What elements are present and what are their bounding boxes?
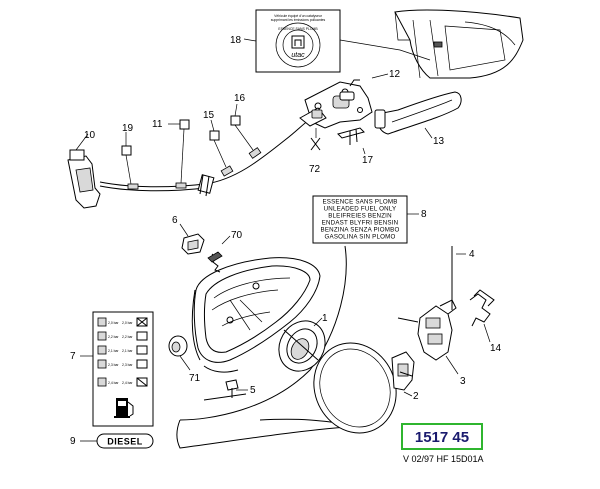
fuel-label-line-3: BLEIFREIES BENZIN bbox=[328, 213, 392, 220]
pressure-r2-a: 2,2 bar bbox=[108, 335, 119, 339]
tyre-pressure-label-part-7: 2,0 bar 2,0 bar 2,2 bar 2,2 bar 2,1 bar … bbox=[92, 311, 154, 427]
pressure-r3-b: 2,1 bar bbox=[122, 349, 133, 353]
utac-top-line-2: supprimant les émissions polluantes bbox=[271, 18, 326, 22]
callout-8: 8 bbox=[421, 209, 427, 220]
callout-12: 12 bbox=[389, 69, 401, 80]
callout-2: 2 bbox=[413, 391, 419, 402]
pressure-r2-b: 2,2 bar bbox=[122, 335, 133, 339]
pressure-r1-b: 2,0 bar bbox=[122, 321, 133, 325]
pressure-r5-a: 2,4 bar bbox=[108, 381, 119, 385]
callout-3: 3 bbox=[460, 376, 466, 387]
fuel-label-line-4: ENDAST BLYFRI BENSIN bbox=[322, 220, 399, 227]
handle-part-13 bbox=[374, 91, 462, 135]
fuel-label-line-2: UNLEADED FUEL ONLY bbox=[324, 206, 397, 213]
grommet-part-71 bbox=[168, 335, 188, 357]
callout-10: 10 bbox=[84, 130, 96, 141]
callout-6: 6 bbox=[172, 215, 178, 226]
utac-top-line-1: Véhicule équipé d'un catalyseur bbox=[274, 14, 323, 18]
fuel-pump-icon bbox=[114, 398, 134, 418]
reference-number: 1517 45 bbox=[415, 429, 469, 446]
screw-part-5 bbox=[203, 379, 247, 401]
spring-part-70 bbox=[207, 251, 223, 273]
unleaded-fuel-label-part-8: ESSENCE SANS PLOMB UNLEADED FUEL ONLY BL… bbox=[312, 195, 408, 244]
latch-part-3 bbox=[397, 299, 457, 361]
pressure-r3-a: 2,1 bar bbox=[108, 349, 119, 353]
release-cable bbox=[99, 107, 327, 197]
fuel-label-line-1: ESSENCE SANS PLOMB bbox=[322, 199, 397, 206]
diesel-tag-text: DIESEL bbox=[107, 437, 143, 447]
pressure-r1-a: 2,0 bar bbox=[108, 321, 119, 325]
utac-label-part-18: Véhicule équipé d'un catalyseur supprima… bbox=[255, 9, 341, 73]
callout-4: 4 bbox=[469, 249, 475, 260]
callout-13: 13 bbox=[433, 136, 445, 147]
reference-number-box: 1517 45 bbox=[401, 423, 483, 450]
diesel-tag-part-9: DIESEL bbox=[96, 433, 154, 449]
callout-72: 72 bbox=[309, 164, 321, 175]
clip-part-17 bbox=[337, 127, 365, 145]
callout-9: 9 bbox=[70, 436, 76, 447]
callout-18: 18 bbox=[230, 35, 242, 46]
car-rear-inset bbox=[394, 9, 524, 79]
pressure-r4-b: 2,3 bar bbox=[122, 363, 133, 367]
fuel-label-line-5: BENZINA SENZA PIOMBO bbox=[321, 227, 400, 234]
callout-19: 19 bbox=[122, 123, 134, 134]
filler-cap-part-1 bbox=[278, 320, 326, 372]
pressure-r4-a: 2,3 bar bbox=[108, 363, 119, 367]
callout-16: 16 bbox=[234, 93, 246, 104]
utac-ring-text: ESSENCE SANS PLOMB bbox=[278, 27, 318, 31]
cable-handle-part-10 bbox=[67, 149, 101, 209]
callout-7: 7 bbox=[70, 351, 76, 362]
callout-1: 1 bbox=[322, 313, 328, 324]
fuel-flap-part-2 bbox=[313, 342, 415, 434]
callout-11: 11 bbox=[152, 119, 163, 130]
utac-logo-text: utac bbox=[291, 52, 305, 59]
pressure-r5-b: 2,4 bar bbox=[122, 381, 133, 385]
callout-5: 5 bbox=[250, 385, 256, 396]
callout-17: 17 bbox=[362, 155, 374, 166]
fuel-label-line-6: GASOLINA SIN PLOMO bbox=[325, 234, 396, 241]
callout-70: 70 bbox=[231, 230, 243, 241]
callout-14: 14 bbox=[490, 343, 502, 354]
callout-15: 15 bbox=[203, 110, 215, 121]
clip-part-14 bbox=[469, 289, 495, 327]
callout-71: 71 bbox=[189, 373, 201, 384]
clip-part-6 bbox=[181, 233, 205, 255]
diagram-footer-code: V 02/97 HF 15D01A bbox=[403, 454, 484, 464]
filler-housing bbox=[191, 257, 321, 373]
